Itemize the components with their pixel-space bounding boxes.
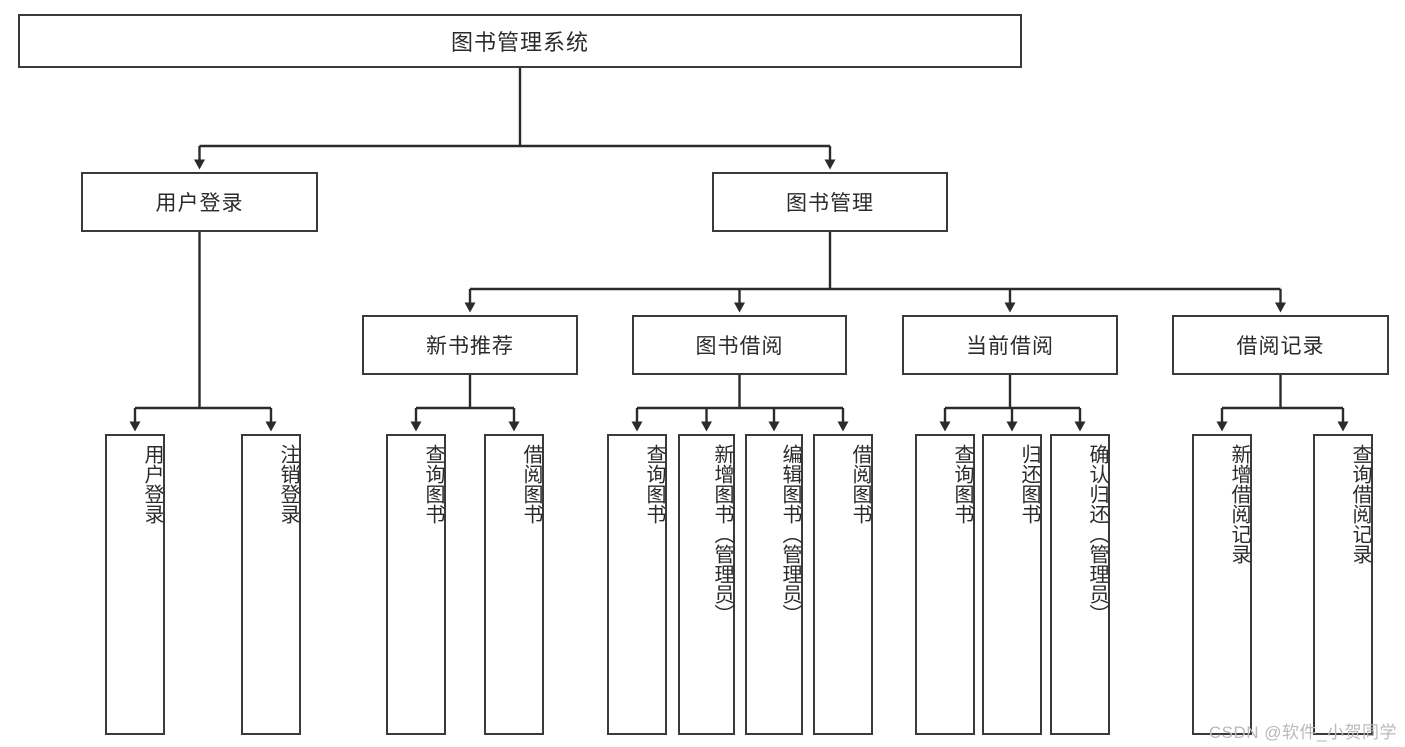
node-label: 图书管理 <box>786 192 874 215</box>
node-login[interactable]: 用户登录 <box>81 172 318 232</box>
node-label: 查询图书 <box>951 444 973 524</box>
node-label: 借阅记录 <box>1236 335 1325 358</box>
node-label: 借阅图书 <box>849 444 871 524</box>
node-label: 借阅图书 <box>520 444 542 524</box>
node-label: 当前借阅 <box>966 335 1054 358</box>
node-l_login[interactable]: 用户登录 <box>105 434 165 735</box>
node-label: 查询图书 <box>422 444 444 524</box>
node-label: 归还图书 <box>1018 444 1040 524</box>
node-c_query[interactable]: 查询图书 <box>915 434 975 735</box>
node-root[interactable]: 图书管理系统 <box>18 14 1022 68</box>
node-b_add[interactable]: 新增图书（管理员） <box>678 434 735 735</box>
node-n_query[interactable]: 查询图书 <box>386 434 446 735</box>
node-label: 确认归还（管理员） <box>1086 444 1108 624</box>
node-borrow[interactable]: 图书借阅 <box>632 315 847 375</box>
node-b_query[interactable]: 查询图书 <box>607 434 667 735</box>
node-l_logout[interactable]: 注销登录 <box>241 434 301 735</box>
node-label: 新增图书（管理员） <box>711 444 733 624</box>
node-label: 图书管理系统 <box>450 30 589 55</box>
node-records[interactable]: 借阅记录 <box>1172 315 1389 375</box>
node-c_return[interactable]: 归还图书 <box>982 434 1042 735</box>
node-bookmgmt[interactable]: 图书管理 <box>712 172 948 232</box>
node-b_lend[interactable]: 借阅图书 <box>813 434 873 735</box>
node-label: 编辑图书（管理员） <box>779 444 801 624</box>
node-label: 用户登录 <box>141 444 163 524</box>
node-r_add[interactable]: 新增借阅记录 <box>1192 434 1252 735</box>
node-current[interactable]: 当前借阅 <box>902 315 1118 375</box>
node-r_query[interactable]: 查询借阅记录 <box>1313 434 1373 735</box>
watermark: CSDN @软件_小贺同学 <box>1208 723 1397 742</box>
node-newbook[interactable]: 新书推荐 <box>362 315 578 375</box>
node-n_borrow[interactable]: 借阅图书 <box>484 434 544 735</box>
node-label: 新增借阅记录 <box>1228 444 1250 564</box>
node-label: 用户登录 <box>155 192 244 215</box>
node-label: 注销登录 <box>277 444 299 524</box>
node-label: 查询借阅记录 <box>1349 444 1371 564</box>
node-label: 图书借阅 <box>695 335 784 358</box>
node-label: 查询图书 <box>643 444 665 524</box>
node-c_confirm[interactable]: 确认归还（管理员） <box>1050 434 1110 735</box>
node-label: 新书推荐 <box>426 335 514 358</box>
node-b_edit[interactable]: 编辑图书（管理员） <box>745 434 803 735</box>
